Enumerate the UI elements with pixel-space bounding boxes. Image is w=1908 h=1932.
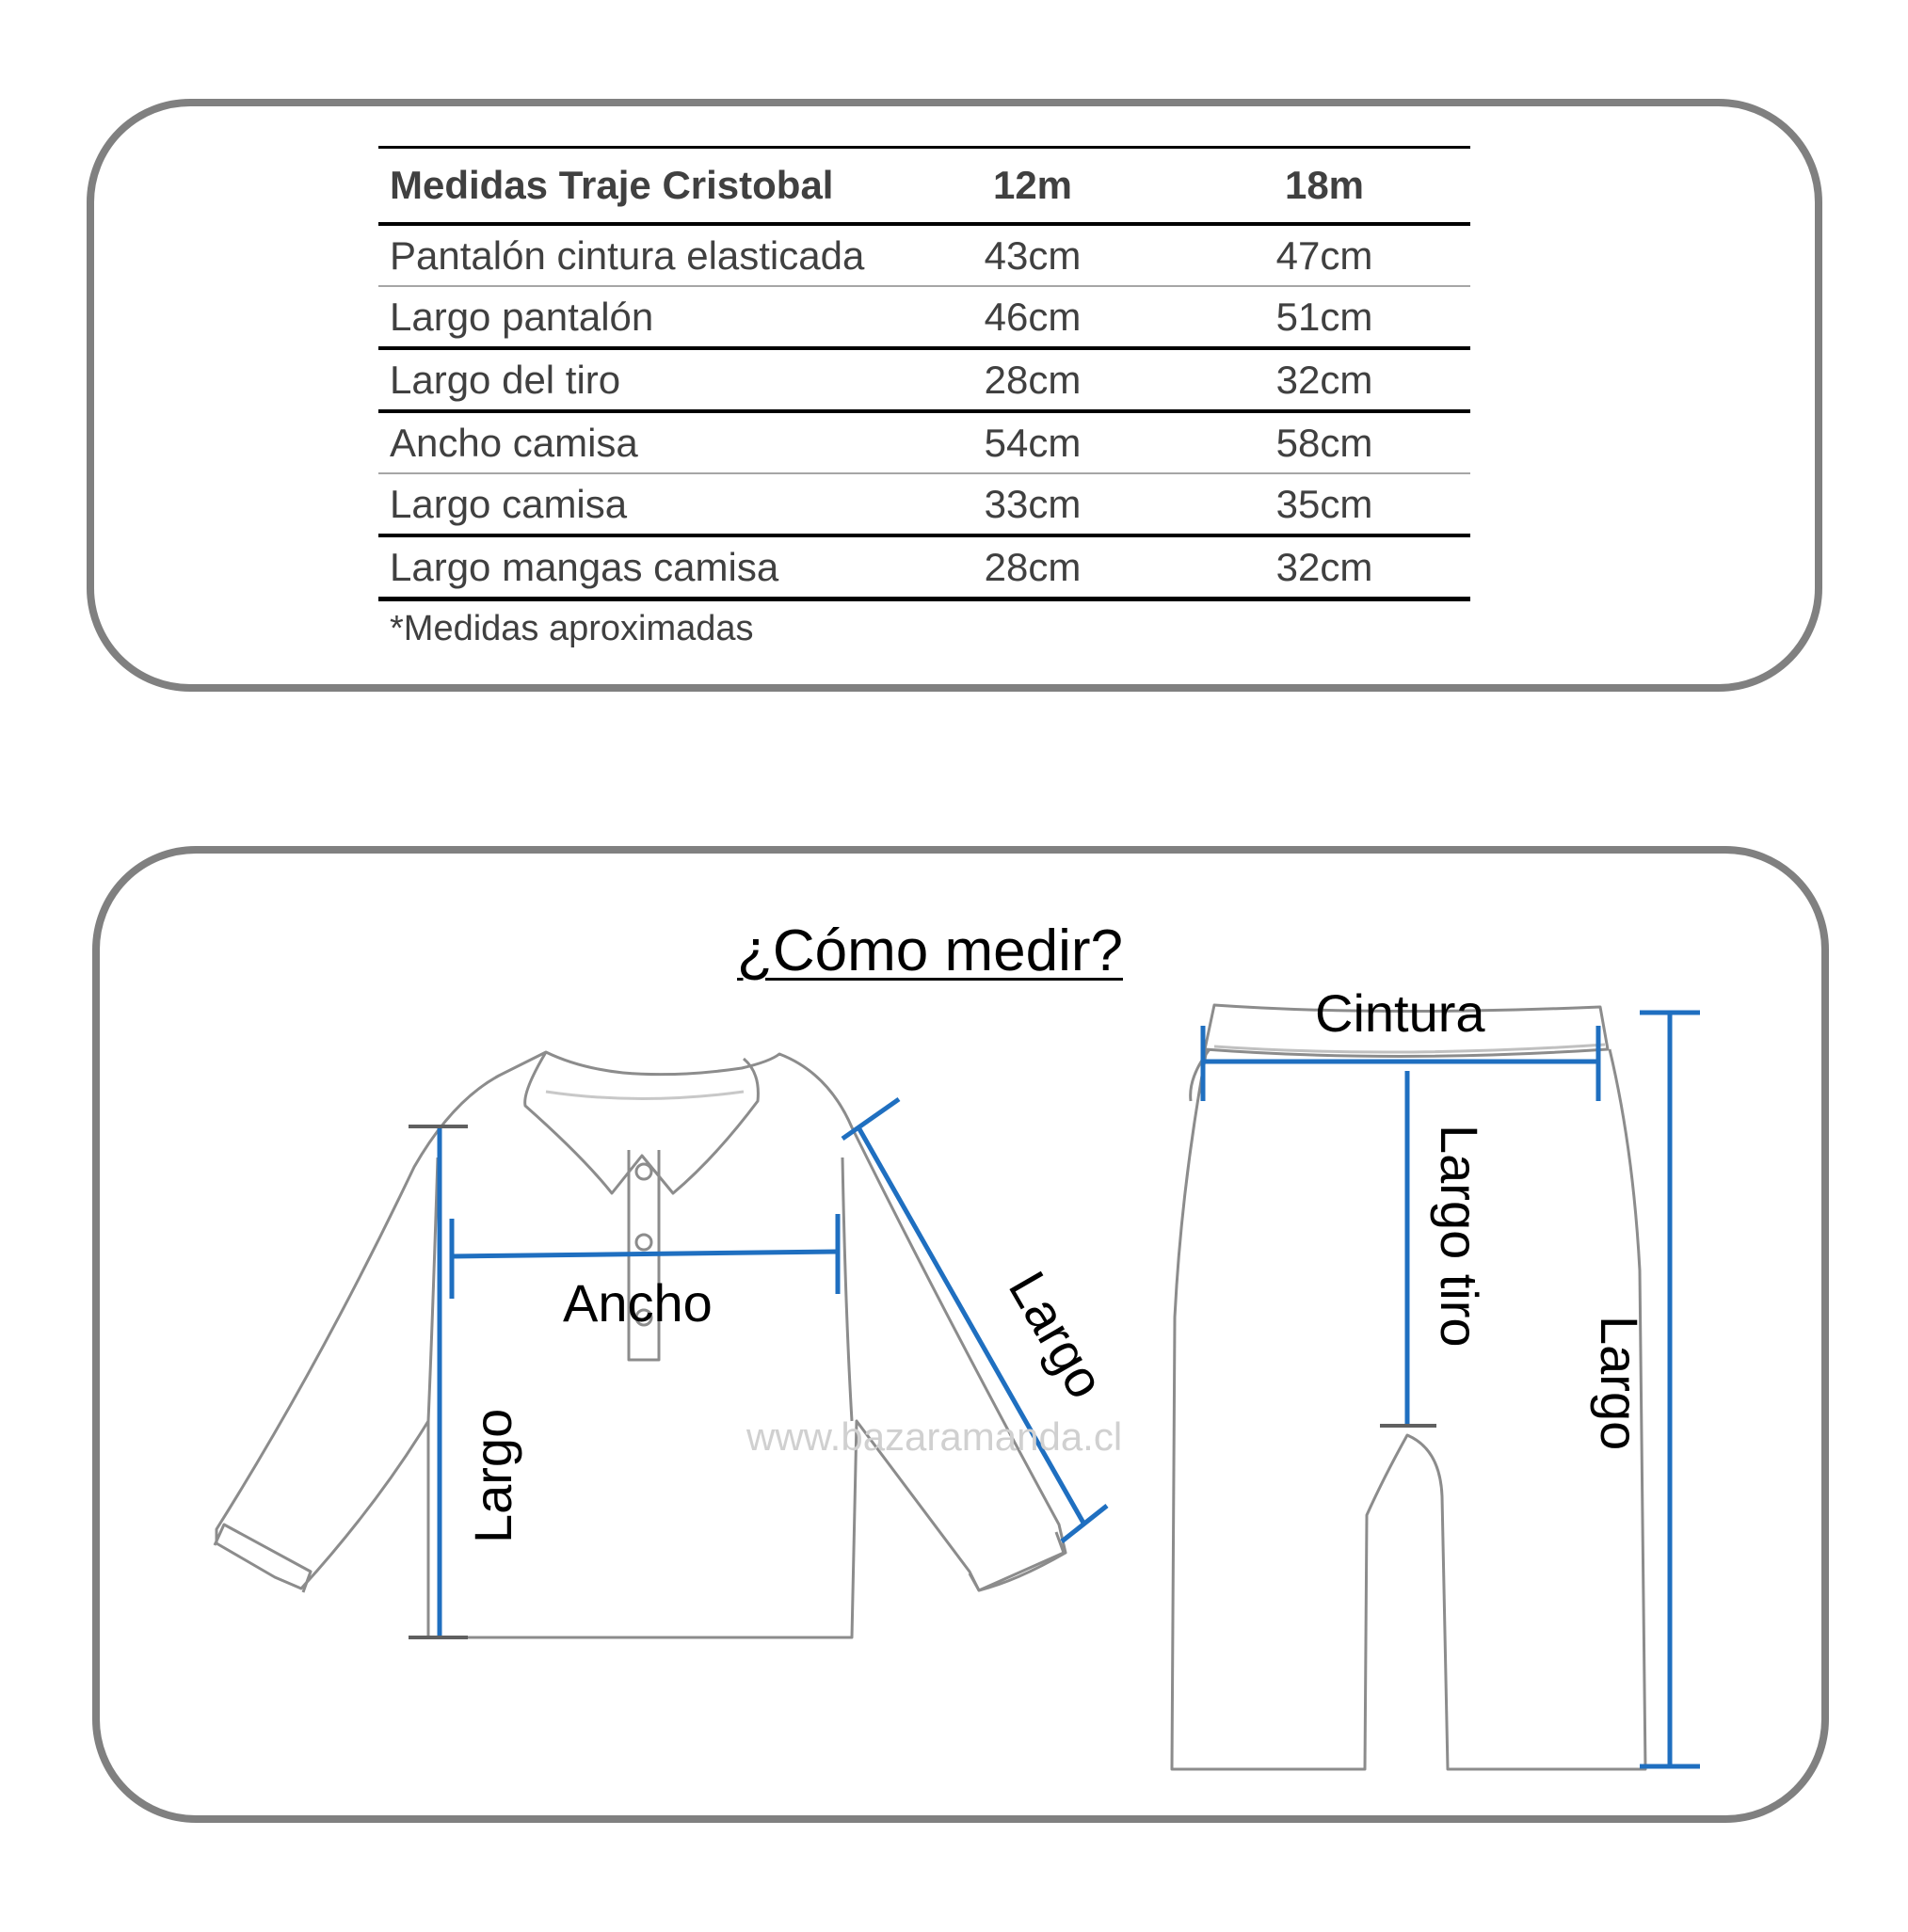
row-value-12m: 28cm <box>887 348 1178 413</box>
row-value-12m: 54cm <box>887 411 1178 474</box>
pants-length-label: Largo <box>1590 1316 1649 1451</box>
row-label: Largo pantalón <box>378 286 887 350</box>
table-row: Largo camisa 33cm 35cm <box>378 473 1470 537</box>
row-label: Ancho camisa <box>378 411 887 474</box>
diagram-title: ¿Cómo medir? <box>737 918 1123 983</box>
shirt-width-line <box>451 1249 839 1259</box>
row-value-18m: 32cm <box>1178 535 1470 601</box>
row-value-18m: 47cm <box>1178 224 1470 287</box>
shirt-length-label: Largo <box>463 1408 522 1543</box>
row-value-18m: 32cm <box>1178 348 1470 413</box>
row-value-12m: 46cm <box>887 286 1178 350</box>
shirt-outline <box>213 1050 1067 1639</box>
pants-waist-label: Cintura <box>1315 983 1485 1043</box>
watermark-text: www.bazaramanda.cl <box>746 1414 1123 1459</box>
row-value-18m: 51cm <box>1178 286 1470 350</box>
shirt-measurements <box>437 1096 1109 1637</box>
table-row: Largo mangas camisa 28cm 32cm <box>378 535 1470 601</box>
shirt-sleeve-tick-bottom <box>1060 1504 1109 1543</box>
table-header-12m: 12m <box>887 146 1178 226</box>
table-row: Largo del tiro 28cm 32cm <box>378 348 1470 413</box>
row-value-12m: 28cm <box>887 535 1178 601</box>
pants-outline <box>1170 1003 1647 1771</box>
shirt-sleeve-tick-top <box>841 1096 901 1142</box>
table-row: Ancho camisa 54cm 58cm <box>378 411 1470 474</box>
size-table: Medidas Traje Cristobal 12m 18m Pantalón… <box>378 146 1470 601</box>
row-value-18m: 35cm <box>1178 473 1470 537</box>
shirt-sleeve-line <box>856 1126 1087 1526</box>
pants-measurements <box>1200 1010 1700 1769</box>
table-header-18m: 18m <box>1178 146 1470 226</box>
row-label: Largo camisa <box>378 473 887 537</box>
row-label: Largo mangas camisa <box>378 535 887 601</box>
table-note: *Medidas aproximadas <box>390 609 754 648</box>
shirt-width-label: Ancho <box>563 1273 713 1333</box>
table-header-title: Medidas Traje Cristobal <box>378 146 887 226</box>
row-value-12m: 33cm <box>887 473 1178 537</box>
row-value-12m: 43cm <box>887 224 1178 287</box>
row-label: Largo del tiro <box>378 348 887 413</box>
shirt-length-ticks <box>409 1125 468 1639</box>
row-value-18m: 58cm <box>1178 411 1470 474</box>
table-header-row: Medidas Traje Cristobal 12m 18m <box>378 146 1470 226</box>
row-label: Pantalón cintura elasticada <box>378 224 887 287</box>
table-row: Largo pantalón 46cm 51cm <box>378 286 1470 350</box>
pants-rise-label: Largo tiro <box>1430 1125 1489 1348</box>
table-row: Pantalón cintura elasticada 43cm 47cm <box>378 224 1470 287</box>
